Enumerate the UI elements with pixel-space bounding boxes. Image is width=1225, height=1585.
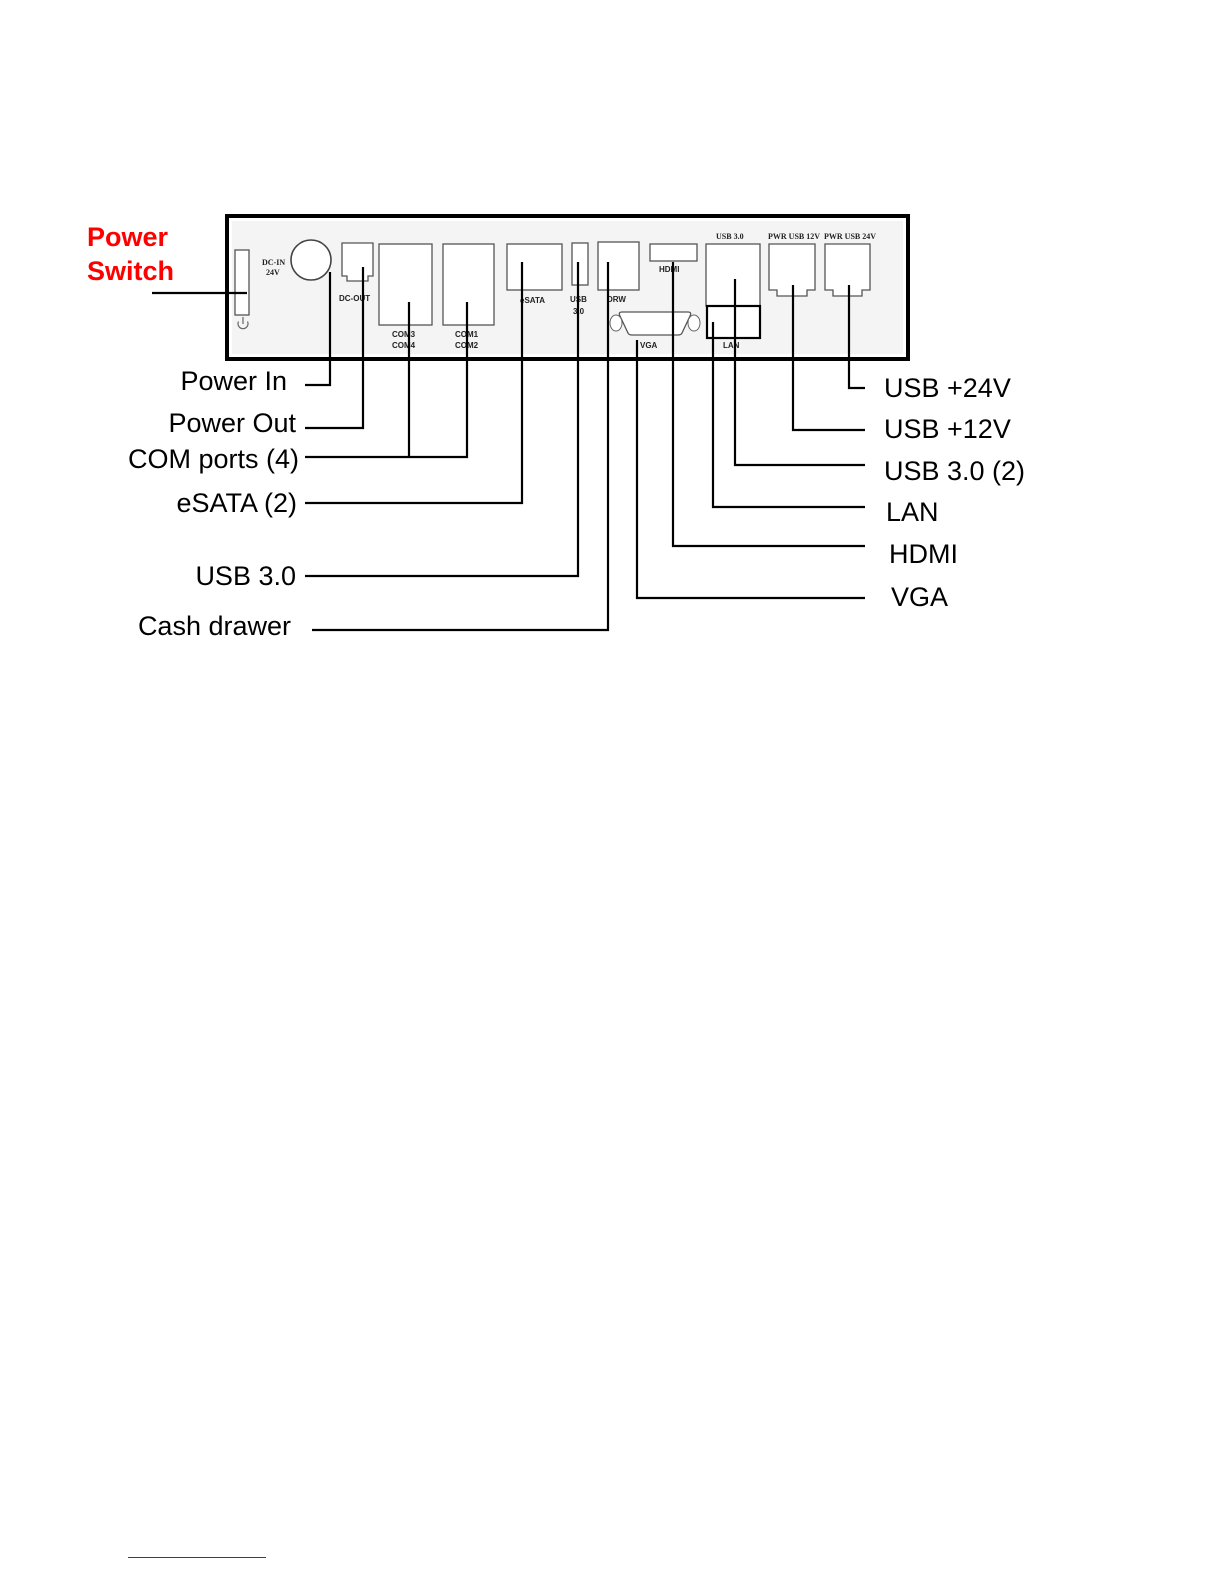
- com3-com4-port: [379, 244, 432, 325]
- pwr-usb-12v-label: PWR USB 12V: [768, 232, 820, 241]
- vga-callout: VGA: [891, 582, 948, 612]
- com1-com2-port: [443, 244, 494, 325]
- vga-label: VGA: [640, 341, 658, 350]
- dc-in-voltage-label: 24V: [266, 268, 280, 277]
- usb30-callout: USB 3.0: [195, 561, 296, 591]
- usb-24v-callout: USB +24V: [884, 373, 1011, 403]
- cash-drawer-callout: Cash drawer: [138, 611, 291, 641]
- hdmi-callout: HDMI: [889, 539, 958, 569]
- lan-callout: LAN: [886, 497, 939, 527]
- com3-label: COM3: [392, 330, 416, 339]
- usb-port: [572, 243, 588, 285]
- vga-port: [619, 312, 690, 335]
- drw-label: DRW: [607, 295, 626, 304]
- lan-port: [707, 306, 760, 338]
- dc-in-label: DC-IN: [262, 258, 285, 267]
- com-ports-callout: COM ports (4): [128, 444, 299, 474]
- footer-rule: [128, 1557, 266, 1558]
- vga-screw-left: [610, 315, 622, 331]
- dc-in-jack: [291, 240, 331, 280]
- usb30-stack-label: USB 3.0: [716, 232, 744, 241]
- usb-12v-callout: USB +12V: [884, 414, 1011, 444]
- hdmi-label: HDMI: [659, 265, 679, 274]
- esata-port: [507, 244, 562, 290]
- lan-label: LAN: [723, 341, 740, 350]
- dc-out-label: DC-OUT: [339, 294, 370, 303]
- power-switch-callout-line2: Switch: [87, 256, 174, 286]
- hdmi-port: [650, 244, 697, 261]
- vga-screw-right: [688, 315, 700, 331]
- power-switch: [235, 250, 249, 315]
- power-in-callout: Power In: [180, 366, 287, 396]
- dc-out-port: [342, 243, 373, 281]
- power-out-callout: Power Out: [168, 408, 296, 438]
- usb30-stack: [706, 244, 760, 306]
- esata-callout: eSATA (2): [176, 488, 297, 518]
- drw-port: [598, 242, 639, 290]
- esata-label: eSATA: [520, 296, 545, 305]
- pwr-usb-24v-label: PWR USB 24V: [824, 232, 876, 241]
- leader-vga: [637, 340, 865, 598]
- usb30-2-callout: USB 3.0 (2): [884, 456, 1025, 486]
- com4-label: COM4: [392, 341, 416, 350]
- power-switch-callout-line1: Power: [87, 222, 169, 252]
- pwr-usb-24v-port: [825, 244, 870, 296]
